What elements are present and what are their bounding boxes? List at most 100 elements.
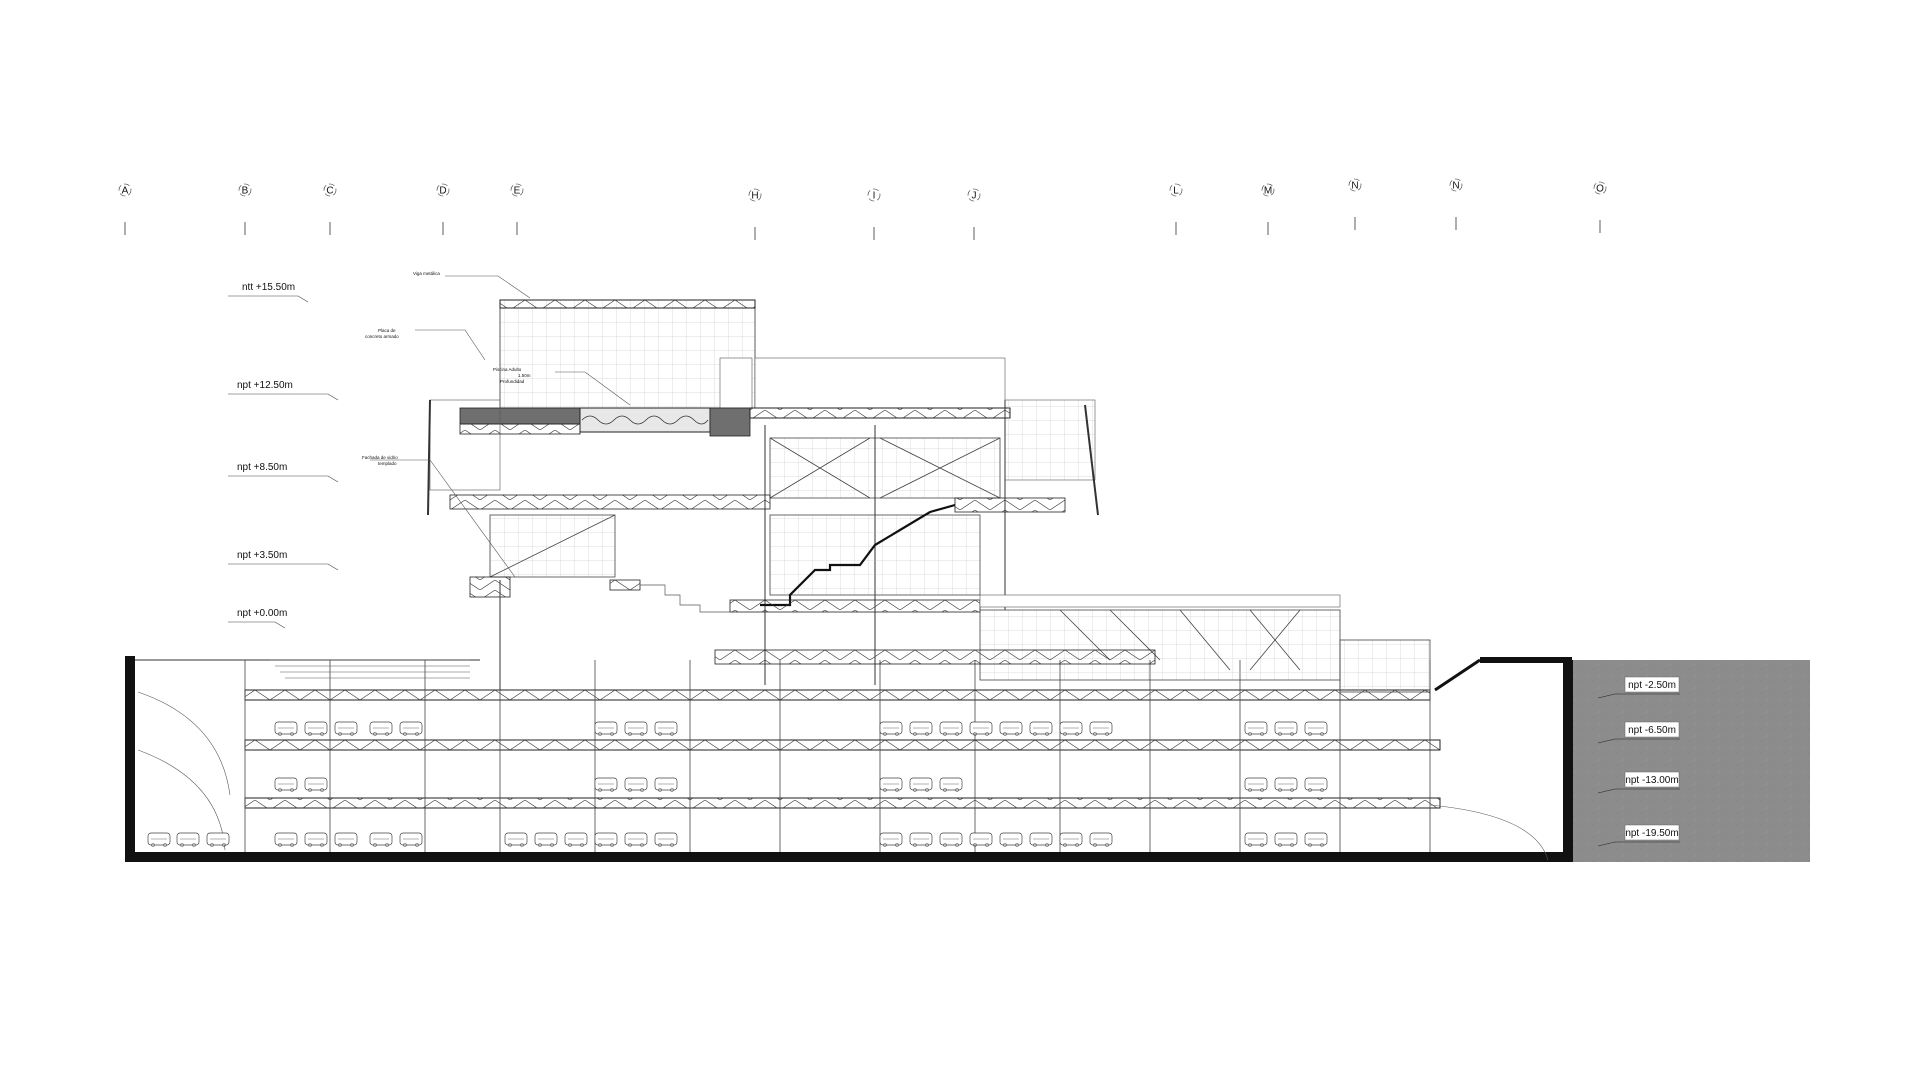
axis-marker: C	[323, 183, 337, 235]
level-leader	[228, 393, 339, 401]
axis-bubble	[1593, 181, 1607, 195]
axis-marker: A	[118, 183, 132, 235]
axis-label: A	[122, 186, 129, 197]
level-label: npt +0.00m	[237, 608, 287, 619]
car	[1304, 832, 1328, 847]
basement-level-label: npt -13.00m	[1625, 775, 1678, 786]
axis-bubble	[1169, 183, 1183, 197]
car	[399, 721, 423, 736]
note-piscina-3: Profundidad	[500, 379, 525, 384]
axis-bubble	[967, 188, 981, 202]
car	[504, 832, 528, 847]
car	[999, 721, 1023, 736]
car	[1244, 832, 1268, 847]
car	[369, 832, 393, 847]
basement-level-leader	[1597, 841, 1680, 847]
basement-level-leader	[1597, 738, 1680, 744]
level-label: npt +3.50m	[237, 550, 287, 561]
axis-marker: O	[1593, 181, 1607, 233]
axis-marker: I	[867, 188, 881, 240]
car	[624, 721, 648, 736]
axis-label: H	[751, 191, 758, 202]
basement-level-marker: npt -6.50m	[1597, 721, 1680, 744]
car	[879, 832, 903, 847]
car	[304, 721, 328, 736]
car	[969, 721, 993, 736]
note-fachada-2: templado	[378, 461, 397, 466]
axis-marker: N	[1449, 178, 1463, 230]
axis-label: M	[1264, 186, 1272, 197]
level-leader	[228, 295, 309, 303]
car	[594, 777, 618, 792]
basement-level-marker: npt -2.50m	[1597, 676, 1680, 699]
axis-bubble	[436, 183, 450, 197]
car	[534, 832, 558, 847]
car	[654, 832, 678, 847]
car	[909, 777, 933, 792]
basement-level-markers: npt -2.50m npt -6.50m npt -13.00m npt -19.5…	[1597, 676, 1680, 847]
car	[1244, 777, 1268, 792]
car	[999, 832, 1023, 847]
axis-label: B	[242, 186, 249, 197]
car	[1089, 832, 1113, 847]
car	[654, 721, 678, 736]
axis-bubble	[1348, 178, 1362, 192]
axis-label: N	[1351, 181, 1358, 192]
car	[274, 777, 298, 792]
car	[206, 832, 230, 847]
basement-level-marker: npt -19.50m	[1597, 824, 1680, 847]
car	[879, 777, 903, 792]
axis-label: C	[326, 186, 333, 197]
axis-bubble	[118, 183, 132, 197]
annotation-notes: Viga metálica Placa de concreto armado P…	[362, 271, 531, 466]
basement-level-label: npt -2.50m	[1628, 680, 1676, 691]
note-placa-1: Placa de	[378, 328, 396, 333]
basement-level-label: npt -6.50m	[1628, 725, 1676, 736]
level-marker: ntt +15.50m	[228, 282, 309, 303]
axis-bubble	[1449, 178, 1463, 192]
basement-level-marker: npt -13.00m	[1597, 771, 1680, 794]
car	[594, 721, 618, 736]
car	[304, 832, 328, 847]
note-fachada-1: Fachada de vidrio	[362, 455, 398, 460]
car	[274, 832, 298, 847]
axis-bubble	[867, 188, 881, 202]
car	[1244, 721, 1268, 736]
car	[1304, 721, 1328, 736]
axis-marker: D	[436, 183, 450, 235]
basement-level-label: npt -19.50m	[1625, 828, 1678, 839]
car	[304, 777, 328, 792]
axis-marker: E	[510, 183, 524, 235]
level-marker: npt +3.50m	[228, 550, 339, 571]
car	[1274, 777, 1298, 792]
car	[564, 832, 588, 847]
axis-bubble	[238, 183, 252, 197]
car	[1089, 721, 1113, 736]
axis-marker: J	[967, 188, 981, 240]
axis-label: N	[1452, 181, 1459, 192]
basement-slab	[244, 689, 1431, 701]
level-marker: npt +8.50m	[228, 462, 339, 483]
car	[399, 832, 423, 847]
basement-label-box	[1624, 721, 1680, 738]
car	[909, 832, 933, 847]
level-label: npt +8.50m	[237, 462, 287, 473]
car	[909, 721, 933, 736]
level-leader	[228, 621, 286, 629]
car	[1059, 721, 1083, 736]
axis-label: E	[514, 186, 521, 197]
axis-label: D	[439, 186, 446, 197]
car	[594, 832, 618, 847]
level-leader	[228, 475, 339, 483]
level-leader	[228, 563, 339, 571]
basement-label-box	[1624, 771, 1680, 788]
level-marker: npt +0.00m	[228, 608, 287, 629]
axis-label: I	[873, 191, 876, 202]
axis-marker: H	[748, 188, 762, 240]
car	[334, 721, 358, 736]
basement-slab	[244, 739, 1441, 751]
note-piscina-1: Piscina Adulto	[493, 367, 522, 372]
car	[939, 721, 963, 736]
